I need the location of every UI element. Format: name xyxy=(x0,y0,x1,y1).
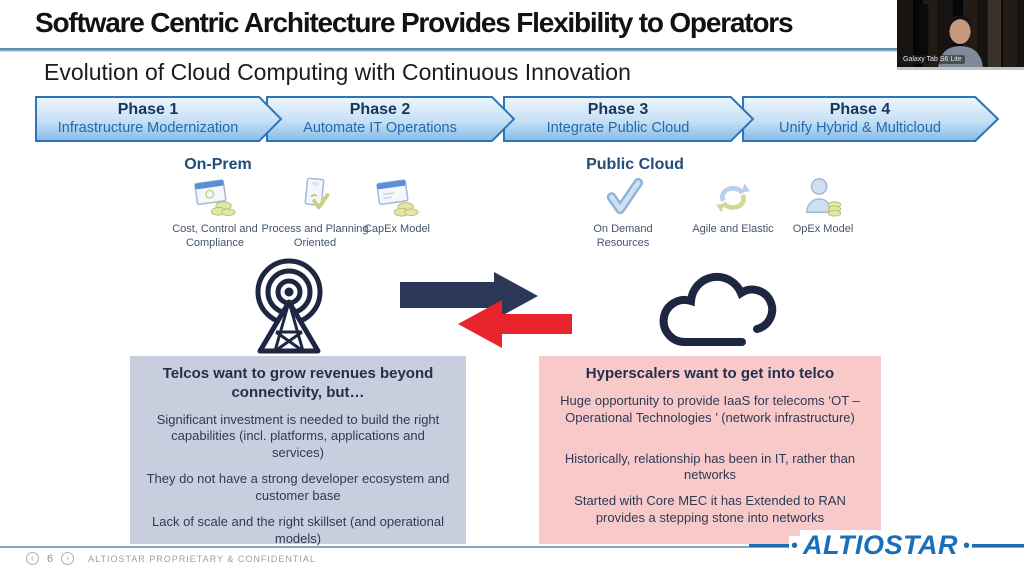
phase-1-arrow: Phase 1 Infrastructure Modernization xyxy=(35,95,283,143)
page-number: 6 xyxy=(47,552,54,565)
phase-2-arrow: Phase 2 Automate IT Operations xyxy=(266,95,516,143)
prev-page-button[interactable]: ‹ xyxy=(26,552,39,565)
phase-label: Infrastructure Modernization xyxy=(57,119,239,136)
phase-3-arrow: Phase 3 Integrate Public Cloud xyxy=(503,95,755,143)
person-coins-icon xyxy=(806,178,842,217)
logo-text: ALTIOSTAR xyxy=(800,530,961,561)
hyperscaler-box-paragraph: Huge opportunity to provide IaaS for tel… xyxy=(560,392,860,425)
confidential-notice: ALTIOSTAR PROPRIETARY & CONFIDENTIAL xyxy=(88,553,316,564)
slide-title: Software Centric Architecture Provides F… xyxy=(35,7,794,38)
on-prem-item-cost: Cost, Control and Compliance xyxy=(159,176,271,251)
logo-dot-right: • xyxy=(960,534,972,557)
window-coins-icon xyxy=(194,179,236,217)
telco-box: Telcos want to grow revenues beyond conn… xyxy=(130,356,466,546)
phase-label: Automate IT Operations xyxy=(303,119,457,136)
arrow-shape-icon xyxy=(503,96,755,142)
footer-divider xyxy=(0,546,1024,548)
hyperscaler-box: Hyperscalers want to get into telco Huge… xyxy=(539,356,881,544)
webcam-video-tile[interactable]: Galaxy Tab S6 Lite xyxy=(897,0,1024,70)
phase-name: Phase 3 xyxy=(587,101,649,119)
logo-line-right xyxy=(972,544,1024,547)
checkmark-icon xyxy=(606,177,644,215)
telco-box-title: Telcos want to grow revenues beyond conn… xyxy=(162,365,434,401)
phase-name: Phase 4 xyxy=(829,101,891,119)
icon-label: Cost, Control and Compliance xyxy=(172,223,258,250)
on-prem-item-capex: CapEx Model xyxy=(341,176,453,236)
on-prem-item-process: Process and Planning Oriented xyxy=(259,176,371,251)
altiostar-logo: • ALTIOSTAR • xyxy=(748,530,1024,561)
on-prem-heading: On-Prem xyxy=(184,156,252,173)
phase-label: Integrate Public Cloud xyxy=(546,119,690,136)
radio-tower-icon xyxy=(255,258,323,354)
cycle-arrows-icon xyxy=(716,183,750,213)
window-coins-icon xyxy=(376,179,419,217)
icon-label: OpEx Model xyxy=(792,223,854,235)
public-cloud-item-opex: OpEx Model xyxy=(767,176,879,236)
logo-dot-left: • xyxy=(788,534,800,557)
slide-subtitle: Evolution of Cloud Computing with Contin… xyxy=(44,59,631,85)
public-cloud-item-agile: Agile and Elastic xyxy=(677,176,789,236)
icon-label: Agile and Elastic xyxy=(692,223,774,235)
hyperscaler-box-title: Hyperscalers want to get into telco xyxy=(585,365,835,382)
phase-name: Phase 1 xyxy=(117,101,179,119)
cloud-icon xyxy=(659,272,777,347)
public-cloud-heading: Public Cloud xyxy=(586,156,684,173)
arrow-shape-icon xyxy=(742,96,1000,142)
title-divider xyxy=(0,48,1024,52)
next-page-button[interactable]: › xyxy=(61,552,75,565)
phase-label: Unify Hybrid & Multicloud xyxy=(779,119,941,136)
icon-label: On Demand Resources xyxy=(593,223,653,250)
telco-box-paragraph: They do not have a strong developer ecos… xyxy=(146,471,450,504)
logo-line-left xyxy=(748,544,789,547)
footer-controls: ‹ 6 › ALTIOSTAR PROPRIETARY & CONFIDENTI… xyxy=(26,552,316,565)
phase-name: Phase 2 xyxy=(349,101,411,119)
hyperscaler-box-paragraph: Started with Core MEC it has Extended to… xyxy=(574,493,846,526)
arrow-shape-icon xyxy=(35,96,283,142)
hyperscaler-box-paragraph: Historically, relationship has been in I… xyxy=(564,450,856,483)
document-check-icon xyxy=(304,177,330,210)
exchange-arrows-icon xyxy=(400,272,572,348)
webcam-participant-label: Galaxy Tab S6 Lite xyxy=(900,55,965,64)
icon-label: Process and Planning Oriented xyxy=(261,223,369,250)
phase-4-arrow: Phase 4 Unify Hybrid & Multicloud xyxy=(742,95,1000,143)
icon-label: CapEx Model xyxy=(363,223,431,235)
telco-box-paragraph: Significant investment is needed to buil… xyxy=(156,411,440,461)
telco-box-paragraph: Lack of scale and the right skillset (an… xyxy=(152,513,444,546)
public-cloud-item-ondemand: On Demand Resources xyxy=(567,176,679,251)
